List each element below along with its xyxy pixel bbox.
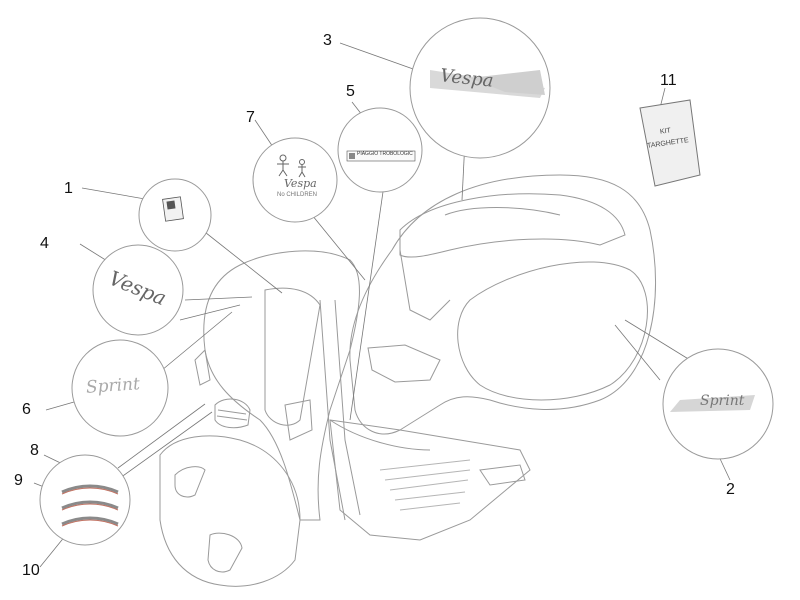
callout-9: 9 — [14, 472, 23, 489]
callout-7: 7 — [246, 109, 255, 126]
sprint-badge-shading — [670, 395, 755, 412]
sprint-script-sticker-6: Sprint — [85, 374, 141, 398]
callout-4: 4 — [40, 235, 49, 252]
vespa-script-sticker-7: Vespa — [284, 177, 317, 190]
detail-circle-7 — [252, 137, 338, 223]
plate-sticker — [162, 196, 184, 222]
front-fender — [159, 435, 301, 587]
horn-grille — [214, 398, 251, 429]
callout-10: 10 — [22, 562, 40, 579]
piaggio-label-box — [346, 150, 416, 162]
detail-circle-5 — [337, 107, 423, 193]
callout-11: 11 — [660, 72, 677, 89]
callout-2: 2 — [726, 481, 735, 498]
callout-6: 6 — [22, 401, 31, 418]
callout-5: 5 — [346, 83, 355, 100]
seat-compartment — [399, 193, 626, 258]
stripe-stickers — [61, 484, 119, 527]
vespa-badge-sticker — [430, 70, 545, 98]
children-caption: No CHILDREN — [277, 192, 318, 198]
callout-1: 1 — [64, 180, 73, 197]
piaggio-label-text: PIAGGIO TROBOLOGIC — [357, 151, 413, 157]
leg-shield — [203, 250, 360, 521]
sprint-script-sticker-2: Sprint — [700, 393, 745, 409]
detail-circle-4 — [92, 244, 184, 336]
children-warning-figures — [277, 154, 306, 178]
kit-bag — [639, 99, 701, 187]
callout-8: 8 — [30, 442, 39, 459]
callout-3: 3 — [323, 32, 332, 49]
kit-label-line1: KIT — [659, 127, 672, 136]
floorboard — [329, 419, 531, 541]
rear-side-cover — [457, 261, 648, 401]
detail-circle-stripes — [39, 454, 131, 546]
detail-circle-6 — [71, 339, 169, 437]
rear-body-panel — [349, 174, 657, 435]
